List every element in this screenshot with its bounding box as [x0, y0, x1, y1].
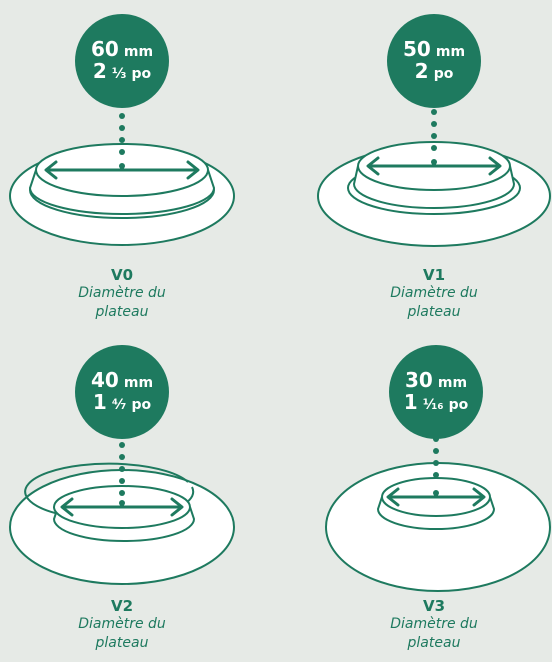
- dotted-leader: [119, 113, 125, 169]
- variant-code: V0: [110, 266, 134, 284]
- size-badge: 50 mm 2 po: [387, 14, 481, 108]
- size-badge: 60 mm 2 ⅓ po: [75, 14, 169, 108]
- flange-diagram-v2: [9, 442, 235, 585]
- dotted-leader: [431, 109, 437, 165]
- size-badge: 40 mm 1 ⁴⁄₇ po: [75, 345, 169, 439]
- diameter-arrow: [386, 487, 486, 507]
- variant-code: V3: [422, 597, 446, 615]
- flange-diagram-v1: [317, 109, 551, 247]
- diameter-arrow: [60, 497, 184, 517]
- flange-diagram-v3: [325, 436, 551, 592]
- variant-code: V1: [422, 266, 446, 284]
- dotted-leader: [119, 442, 125, 506]
- size-badge: 30 mm 1 ¹⁄₁₆ po: [389, 345, 483, 439]
- diameter-arrow: [44, 160, 200, 180]
- diameter-arrow: [366, 156, 502, 176]
- variant-code: V2: [110, 597, 134, 615]
- flange-diagram-v0: [9, 113, 235, 246]
